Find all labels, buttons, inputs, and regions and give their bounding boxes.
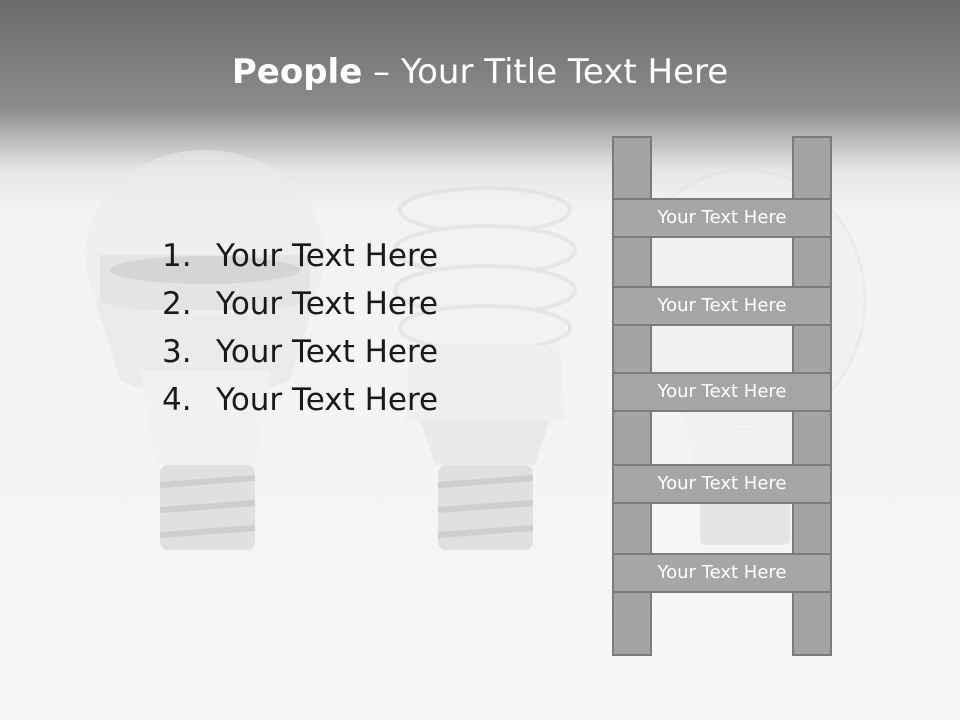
list-item-text: Your Text Here bbox=[216, 238, 439, 274]
list-item-number: 3. bbox=[162, 334, 192, 370]
list-item-text: Your Text Here bbox=[216, 382, 439, 418]
list-item: 3. Your Text Here bbox=[162, 330, 438, 378]
list-item: 1. Your Text Here bbox=[162, 234, 438, 282]
list-item: 4. Your Text Here bbox=[162, 378, 438, 426]
numbered-list: 1. Your Text Here 2. Your Text Here 3. Your… bbox=[162, 234, 438, 426]
list-item-number: 1. bbox=[162, 238, 192, 274]
title-rest: – Your Title Text Here bbox=[362, 52, 729, 92]
title-strong: People bbox=[231, 52, 363, 92]
list-item: 2. Your Text Here bbox=[162, 282, 438, 330]
ladder-rung-4: Your Text Here bbox=[612, 464, 832, 504]
list-item-number: 2. bbox=[162, 286, 192, 322]
ladder-rung-2: Your Text Here bbox=[612, 286, 832, 326]
slide-title: People – Your Title Text Here bbox=[0, 52, 960, 92]
ladder-rung-3: Your Text Here bbox=[612, 372, 832, 412]
list-item-text: Your Text Here bbox=[216, 334, 439, 370]
ladder-rung-1: Your Text Here bbox=[612, 198, 832, 238]
list-item-number: 4. bbox=[162, 382, 192, 418]
ladder-rung-5: Your Text Here bbox=[612, 553, 832, 593]
list-item-text: Your Text Here bbox=[216, 286, 439, 322]
